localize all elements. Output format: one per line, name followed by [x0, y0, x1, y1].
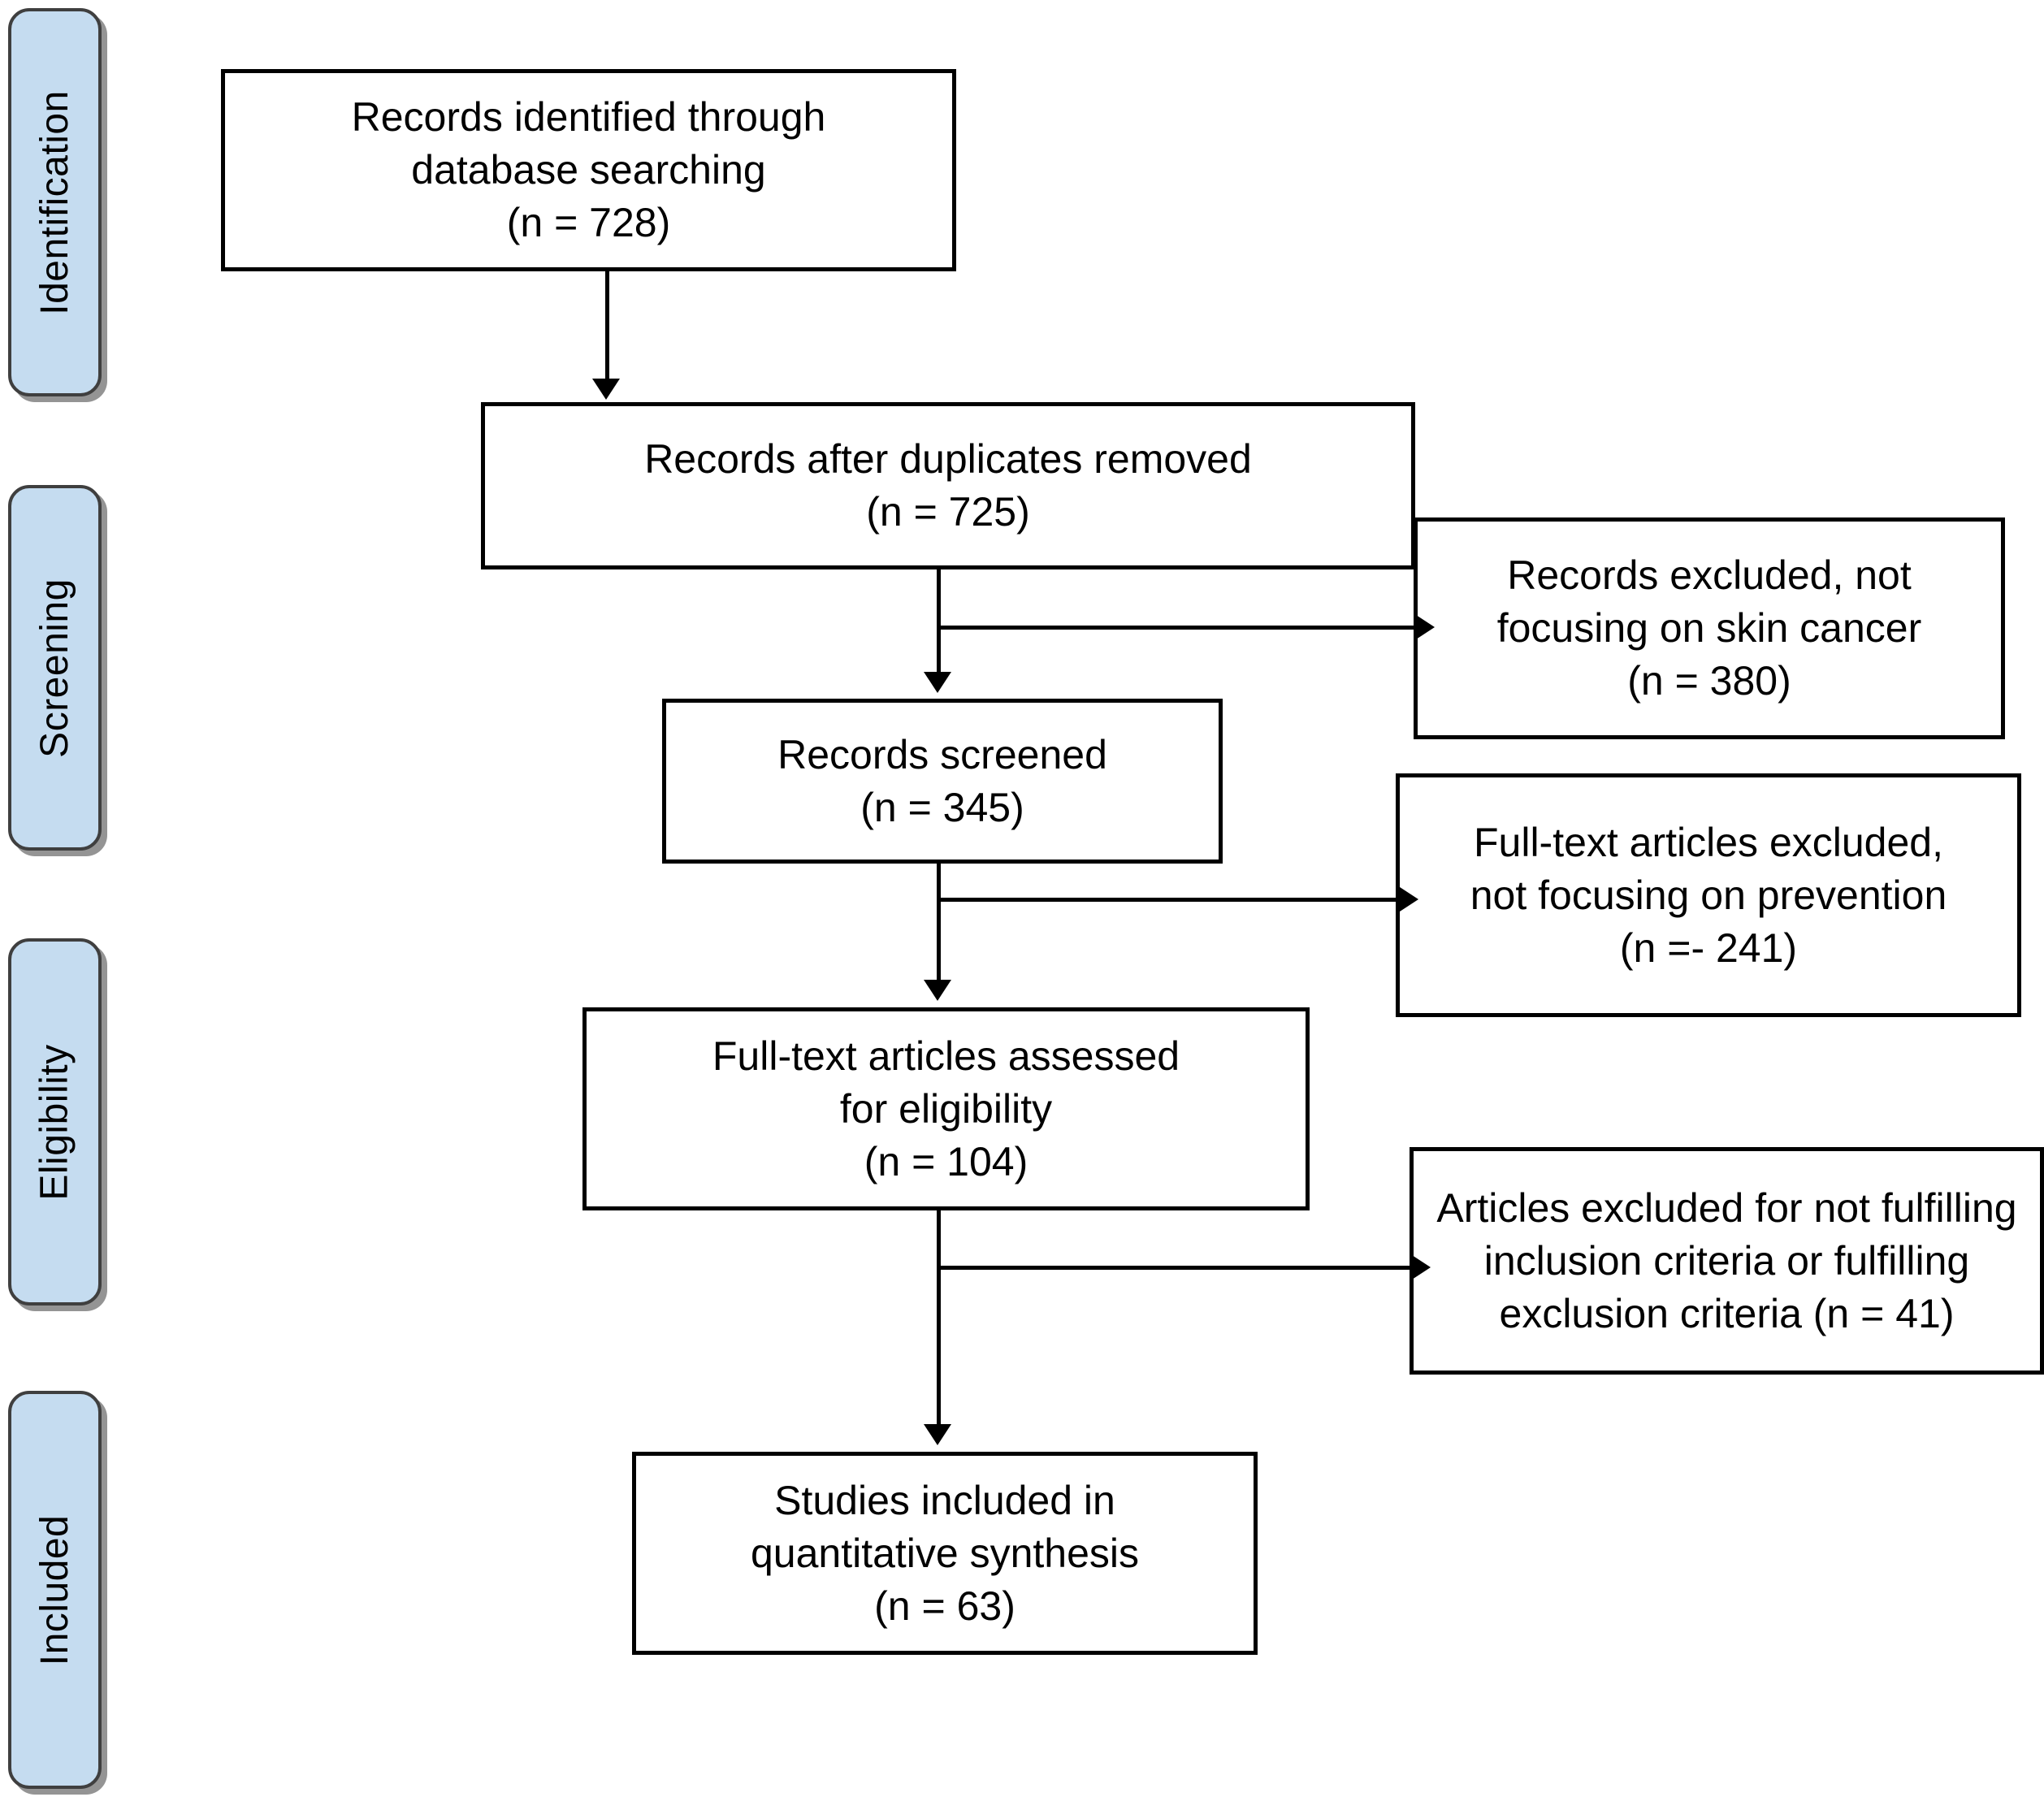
stage-pill-included: Included [8, 1391, 102, 1789]
box-articles-excluded-criteria-line3: exclusion criteria (n = 41) [1499, 1290, 1955, 1336]
arrowhead-screened-to-assessed [924, 980, 951, 1001]
connector-identified-to-duplicates [605, 271, 609, 383]
box-records-excluded-skin-cancer-line1: Records excluded, not [1507, 552, 1912, 598]
connector-screened-to-assessed [937, 864, 941, 984]
box-articles-excluded-criteria: Articles excluded for not fulfilling inc… [1410, 1147, 2044, 1375]
box-records-identified-line2: database searching [411, 147, 766, 193]
box-records-after-duplicates: Records after duplicates removed (n = 72… [481, 402, 1415, 569]
box-studies-included-line2: quantitative synthesis [750, 1530, 1140, 1576]
stage-label-eligibility: Eligibility [33, 1043, 77, 1201]
box-studies-included-line3: (n = 63) [874, 1583, 1016, 1629]
box-full-text-assessed-line1: Full-text articles assessed [712, 1033, 1180, 1079]
box-articles-excluded-criteria-line1: Articles excluded for not fulfilling [1436, 1184, 2017, 1231]
box-full-text-assessed-line3: (n = 104) [864, 1138, 1028, 1184]
connector-screened-to-excluded-prevention [937, 898, 1404, 902]
box-studies-included-line1: Studies included in [774, 1477, 1115, 1523]
stage-label-screening: Screening [33, 578, 77, 758]
box-records-screened-line2: (n = 345) [860, 784, 1024, 830]
box-records-identified-line1: Records identified through [351, 94, 826, 140]
box-records-excluded-skin-cancer-line2: focusing on skin cancer [1496, 605, 1922, 651]
box-records-after-duplicates-line1: Records after duplicates removed [644, 436, 1252, 482]
box-full-text-assessed-line2: for eligibility [839, 1085, 1053, 1132]
stage-label-identification: Identification [33, 89, 77, 315]
connector-assessed-to-excluded-criteria [937, 1266, 1414, 1270]
connector-assessed-to-included [937, 1210, 941, 1428]
box-full-text-assessed: Full-text articles assessed for eligibil… [582, 1007, 1310, 1210]
box-articles-excluded-criteria-line2: inclusion criteria or fulfilling [1483, 1237, 1970, 1284]
box-studies-included: Studies included in quantitative synthes… [632, 1452, 1258, 1655]
box-full-text-excluded-prevention-line1: Full-text articles excluded, [1473, 819, 1943, 865]
stage-pill-identification: Identification [8, 8, 102, 396]
box-records-screened: Records screened (n = 345) [662, 699, 1223, 864]
arrowhead-duplicates-to-excluded-skin-cancer [1414, 613, 1435, 641]
box-records-identified-line3: (n = 728) [506, 200, 671, 245]
box-records-excluded-skin-cancer: Records excluded, not focusing on skin c… [1414, 517, 2005, 739]
arrowhead-assessed-to-excluded-criteria [1410, 1254, 1431, 1281]
box-full-text-excluded-prevention-line2: not focusing on prevention [1470, 872, 1947, 918]
box-records-excluded-skin-cancer-line3: (n = 380) [1627, 658, 1791, 704]
arrowhead-screened-to-excluded-prevention [1397, 886, 1418, 913]
box-records-identified: Records identified through database sear… [221, 69, 956, 271]
box-records-screened-line1: Records screened [777, 731, 1107, 777]
box-full-text-excluded-prevention-line3: (n =- 241) [1619, 924, 1798, 971]
stage-pill-eligibility: Eligibility [8, 938, 102, 1306]
arrowhead-identified-to-duplicates [592, 379, 620, 400]
arrowhead-duplicates-to-screened [924, 672, 951, 693]
stage-pill-screening: Screening [8, 485, 102, 851]
connector-duplicates-to-excluded-skin-cancer [937, 626, 1420, 630]
connector-duplicates-to-screened [937, 569, 941, 675]
arrowhead-assessed-to-included [924, 1424, 951, 1445]
box-full-text-excluded-prevention: Full-text articles excluded, not focusin… [1396, 773, 2021, 1017]
stage-label-included: Included [33, 1514, 77, 1665]
box-records-after-duplicates-line2: (n = 725) [866, 489, 1030, 535]
